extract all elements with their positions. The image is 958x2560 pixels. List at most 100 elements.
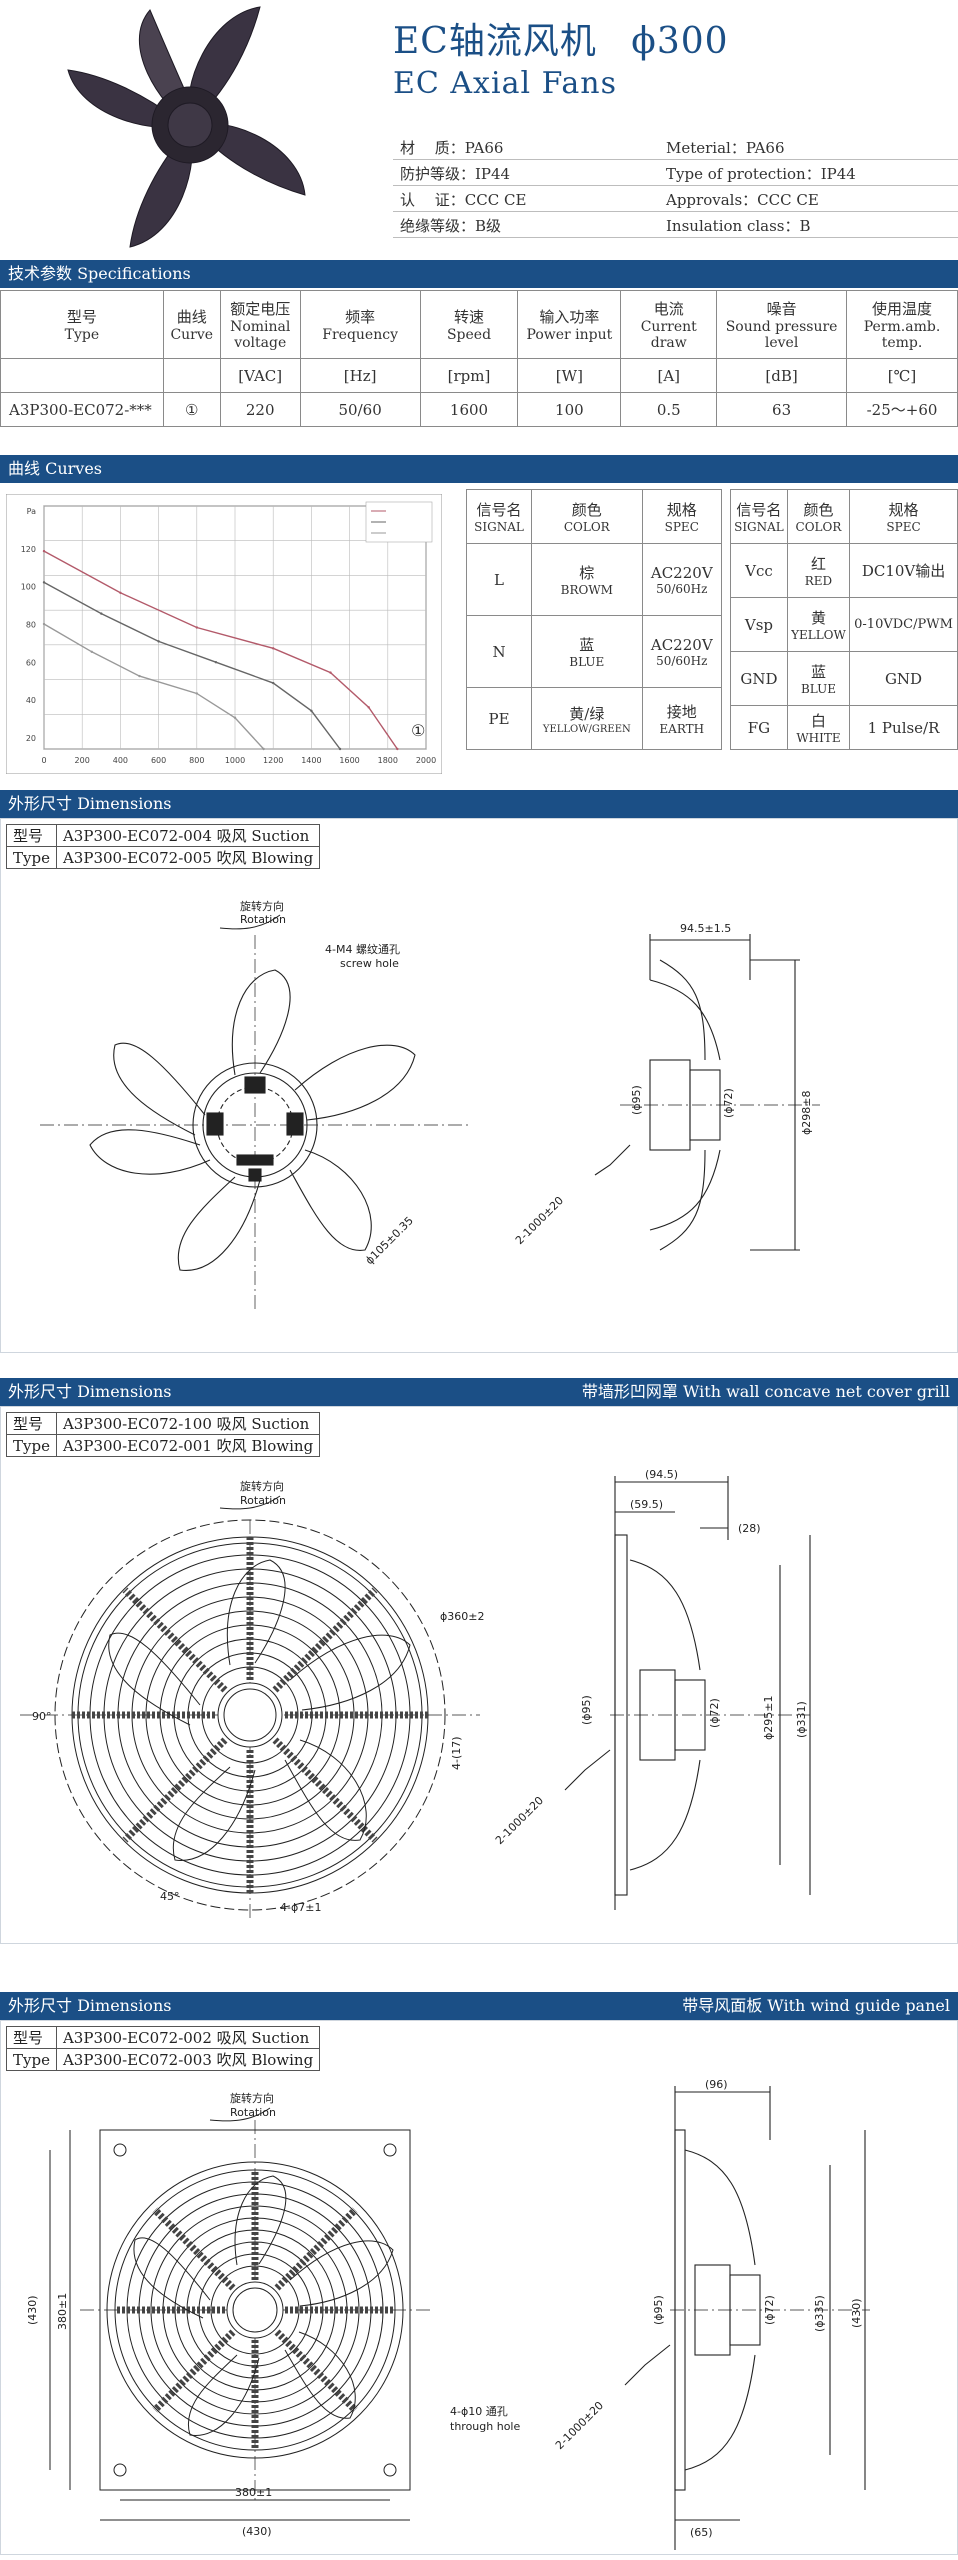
chart-point <box>367 706 370 709</box>
dim2-type-cn: 型号 <box>6 1412 57 1435</box>
fan-size: ϕ300 <box>631 21 729 62</box>
chart-x-tick: 600 <box>151 756 166 765</box>
chart-point <box>214 661 218 664</box>
dim3-diameter: (ϕ335) <box>813 2295 826 2332</box>
dim2-model-2: A3P300-EC072-001 吹风 Blowing <box>55 1434 321 1457</box>
spec-unit: [rpm] <box>419 358 519 393</box>
chart-point <box>262 747 265 751</box>
title-cn: EC轴流风机 <box>393 21 597 62</box>
chart-y-tick: 20 <box>26 734 36 743</box>
chart-y-tick: 120 <box>21 545 36 554</box>
prop-cn-0: 材 质：PA66 <box>400 139 504 157</box>
chart-y-tick: 40 <box>26 696 36 705</box>
dim2-cable: 2-1000±20 <box>493 1794 546 1847</box>
dim3-model-2: A3P300-EC072-003 吹风 Blowing <box>55 2048 321 2071</box>
dim1-bar-label: 外形尺寸 Dimensions <box>8 794 172 813</box>
dim1-type-en: Type <box>6 846 57 869</box>
dim2-bar-right: 带墙形凹网罩 With wall concave net cover grill <box>581 1382 950 1401</box>
dim2-bar: 外形尺寸 Dimensions 带墙形凹网罩 With wall concave… <box>0 1378 958 1406</box>
chart-point <box>42 622 46 626</box>
dim3-hub2: (ϕ72) <box>763 2295 776 2325</box>
dim3-bottom-total: (430) <box>242 2525 272 2538</box>
dim2-type-en: Type <box>6 1434 57 1457</box>
dim1-side-view: 94.5±1.5 (ϕ95) (ϕ72) ϕ298±8 2-1000±20 <box>500 920 820 1280</box>
dim3-side-holes: 380±1 <box>56 2293 69 2330</box>
dim1-front-view: 旋转方向 Rotation 4-M4 螺纹通孔 screw hole ϕ105±… <box>40 880 480 1310</box>
dim3-side-view: (96) (65) (ϕ95) (ϕ72) (ϕ335) (430) 2-100… <box>540 2078 880 2550</box>
dim1-bar: 外形尺寸 Dimensions <box>0 790 958 818</box>
dim1-hub2: (ϕ72) <box>722 1088 735 1118</box>
spec-unit <box>0 358 164 393</box>
sig-dc-name: Vsp <box>730 597 788 652</box>
chart-point <box>272 647 275 650</box>
dim2-guard-dia: ϕ360±2 <box>440 1610 484 1623</box>
dim2-hub2: (ϕ72) <box>708 1698 721 1728</box>
chart-point <box>233 716 237 719</box>
chart-x-tick: 1400 <box>301 756 321 765</box>
curves-bar-label: 曲线 Curves <box>8 459 103 478</box>
prop-en-1: Type of protection：IP44 <box>666 165 856 183</box>
dim2-holes: 4-ϕ7±1 <box>280 1901 321 1914</box>
spec-cell-type: A3P300-EC072-*** <box>0 392 164 427</box>
spec-cell-current: 0.5 <box>620 392 718 427</box>
sig-dc-spec: 0-10VDC/PWM <box>849 597 958 652</box>
chart-x-tick: 1800 <box>378 756 398 765</box>
chart-y-tick: 80 <box>26 621 36 630</box>
prop-en-2: Approvals：CCC CE <box>666 191 819 209</box>
dim2-model-1: A3P300-EC072-100 吸风 Suction <box>55 1412 321 1435</box>
dim3-front-view: 旋转方向 Rotation 4-ϕ10 通孔 through hole (430… <box>10 2080 530 2550</box>
dim3-bar: 外形尺寸 Dimensions 带导风面板 With wind guide pa… <box>0 1992 958 2020</box>
dim3-bar-right: 带导风面板 With wind guide panel <box>682 1996 950 2015</box>
spec-cell-temp: -25～+60 <box>846 392 958 427</box>
chart-series-line-3 <box>43 623 265 750</box>
spec-unit: [℃] <box>846 358 958 393</box>
dim2-front-view: 旋转方向 Rotation ϕ360±2 90° 45° 4-ϕ7±1 4-(1… <box>20 1470 490 1930</box>
dim3-cable: 2-1000±20 <box>553 2399 606 2452</box>
dim1-rotation-cn: 旋转方向 <box>240 899 284 913</box>
dim3-type-en: Type <box>6 2048 57 2071</box>
dim3-hub1: (ϕ95) <box>652 2295 665 2325</box>
dim1-cable: 2-1000±20 <box>513 1194 566 1247</box>
chart-x-tick: 1600 <box>339 756 359 765</box>
chart-point <box>310 709 313 713</box>
dim1-diameter: ϕ298±8 <box>800 1091 813 1135</box>
dim1-rotation-en: Rotation <box>240 913 286 926</box>
chart-point <box>338 747 342 751</box>
chart-point <box>42 549 46 553</box>
dim2-hub1: (ϕ95) <box>580 1695 593 1725</box>
dim2-angle45: 45° <box>160 1890 180 1903</box>
dim2-angle90: 90° <box>32 1710 52 1723</box>
chart-x-tick: 1200 <box>263 756 283 765</box>
chart-x-tick: 200 <box>75 756 90 765</box>
spec-bar: 技术参数 Specifications <box>0 260 958 288</box>
dim3-holes-cn: 4-ϕ10 通孔 <box>450 2405 508 2418</box>
chart-y-tick: 60 <box>26 658 36 667</box>
dim1-hub1: (ϕ95) <box>630 1085 643 1115</box>
title-en: EC Axial Fans <box>393 66 617 101</box>
dim2-rotation-en: Rotation <box>240 1494 286 1507</box>
sig-ac-name: PE <box>465 687 533 750</box>
material-props: 材 质：PA66 Meterial：PA66 防护等级：IP44 Type of… <box>393 134 958 238</box>
dim3-rotation-en: Rotation <box>230 2106 276 2119</box>
chart-x-tick: 800 <box>189 756 204 765</box>
spec-bar-label: 技术参数 Specifications <box>8 264 191 283</box>
